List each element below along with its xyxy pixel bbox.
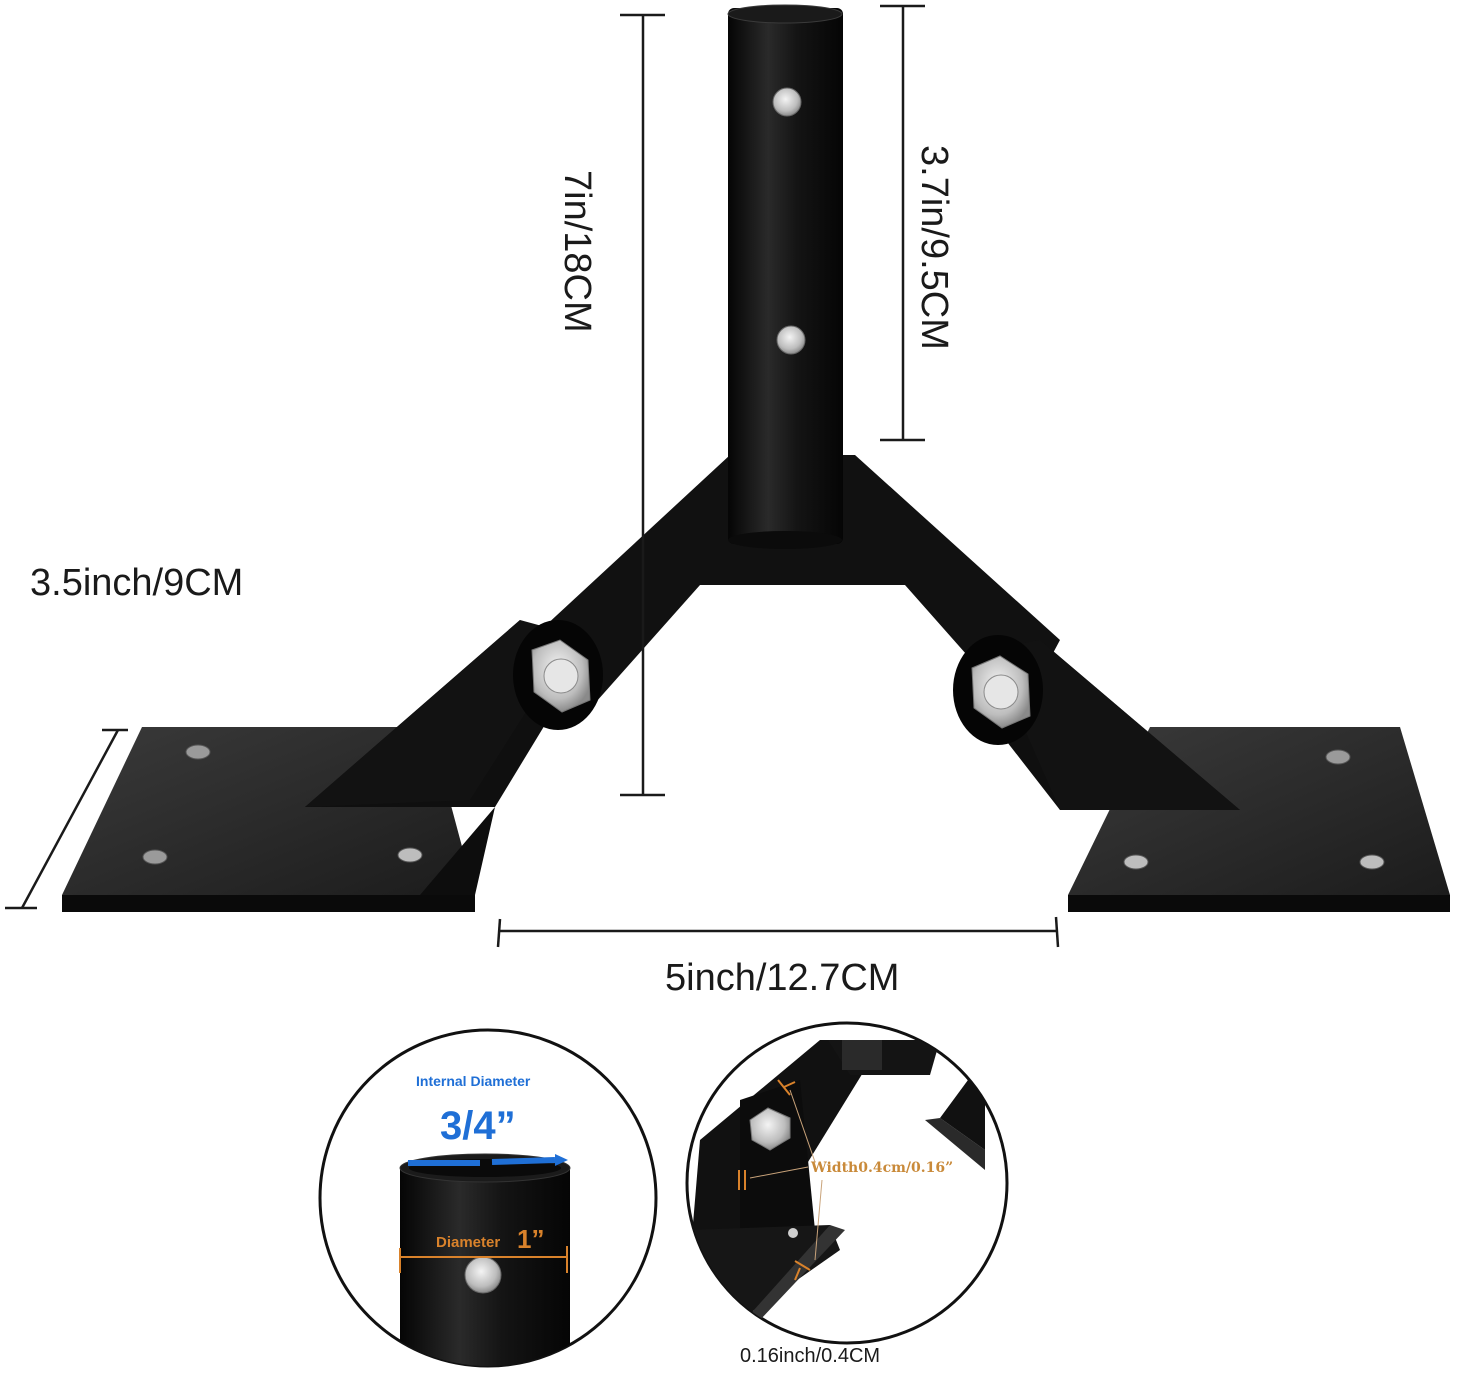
screw-hole	[1123, 854, 1149, 870]
outer-diameter-label: Diameter	[436, 1234, 500, 1251]
tube-screw	[464, 1256, 502, 1294]
screw-hole	[397, 847, 423, 863]
plate-depth-label: 3.5inch/9CM	[30, 562, 243, 604]
vertical-tube	[727, 4, 843, 549]
dimension-plate-depth	[5, 728, 128, 910]
internal-diameter-title: Internal Diameter	[416, 1073, 531, 1089]
left-arm	[305, 620, 575, 807]
thickness-markers	[738, 1079, 811, 1281]
left-pivot-bolt	[513, 620, 603, 730]
detail-tube-diameter: Internal Diameter 3/4” Diameter 1”	[318, 1028, 658, 1368]
dimension-plate-gap	[496, 916, 1060, 948]
width-leader-lines	[749, 1089, 823, 1261]
detail-plate-thickness: Width0.4cm/0.16”	[685, 1021, 1009, 1345]
tube-height-label: 3.7in/9.5CM	[913, 145, 955, 350]
outer-diameter-value: 1”	[517, 1224, 544, 1254]
screw-hole	[185, 744, 211, 760]
dimension-total-height	[620, 13, 665, 797]
screw-hole	[142, 849, 168, 865]
dimension-tube-height	[880, 4, 925, 442]
internal-diameter-value: 3/4”	[440, 1104, 516, 1148]
total-height-label: 7in/18CM	[556, 170, 598, 333]
tube-screw	[776, 325, 806, 355]
screw-hole	[1325, 749, 1351, 765]
tube-screw	[772, 87, 802, 117]
screw-hole	[1359, 854, 1385, 870]
right-arm	[990, 640, 1240, 810]
right-pivot-bolt	[953, 635, 1043, 745]
bracket-main	[62, 4, 1450, 912]
width-label: Width0.4cm/0.16”	[810, 1160, 953, 1176]
yoke	[530, 455, 1060, 720]
plate-gap-label: 5inch/12.7CM	[665, 957, 899, 999]
thickness-caption: 0.16inch/0.4CM	[740, 1345, 880, 1367]
